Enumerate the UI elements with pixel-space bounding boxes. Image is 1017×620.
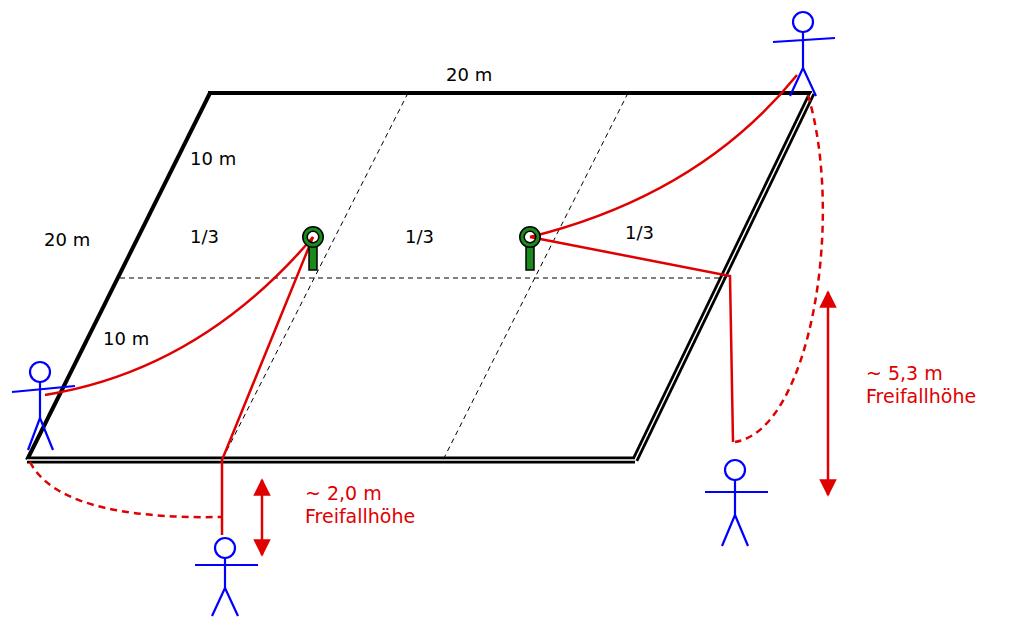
dimension-label: 1/3 [625, 222, 654, 244]
rope [530, 237, 733, 442]
stick-figures [12, 12, 835, 616]
fall-height-arrow [827, 292, 830, 495]
person [12, 362, 75, 450]
dimension-label: 10 m [190, 148, 236, 170]
rope [45, 237, 313, 395]
fall-height-label: ~ 2,0 m Freifallhöhe [305, 482, 415, 528]
dashed-midline [120, 278, 725, 279]
rope [222, 237, 313, 535]
rope-swing [30, 462, 222, 517]
ropes [30, 75, 828, 555]
roof-plane [27, 93, 812, 460]
dimension-label: 20 m [446, 64, 492, 86]
person [773, 12, 835, 96]
rope [530, 75, 797, 237]
person [705, 460, 768, 546]
fall-height-arrow [261, 480, 264, 555]
roof-edge-inner [27, 459, 635, 461]
dimension-label: 1/3 [405, 226, 434, 248]
dimension-label: 1/3 [190, 226, 219, 248]
roof-edge [208, 91, 812, 95]
roof-edge [27, 93, 210, 460]
fall-height-label: ~ 5,3 m Freifallhöhe [866, 362, 976, 408]
roof-edge [27, 457, 635, 464]
rope-swing [735, 95, 823, 442]
person [195, 538, 258, 616]
dashed-third-line [222, 93, 408, 460]
dimension-label: 10 m [103, 328, 149, 350]
dimension-label: 20 m [44, 229, 90, 251]
anchor-point [522, 229, 538, 270]
dashed-third-line [443, 93, 628, 460]
anchor-point [305, 229, 321, 270]
